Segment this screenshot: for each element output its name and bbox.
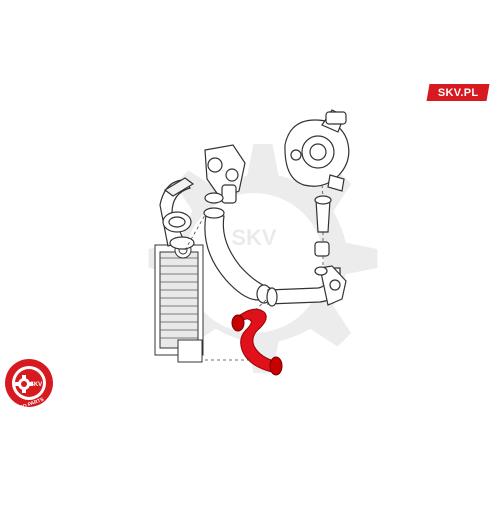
watermark-text: SKV xyxy=(231,225,277,250)
skv-auto-parts-badge: SKV AUTO PARTS xyxy=(5,359,53,413)
air-intake-elbow-icon xyxy=(159,177,195,250)
brand-logo: SKV.PL xyxy=(426,84,490,101)
routing-lines xyxy=(184,184,324,361)
highlighted-hose-icon xyxy=(231,308,283,376)
turbocharger-icon xyxy=(284,109,350,192)
intercooler-icon xyxy=(154,241,204,363)
throttle-valve-icon xyxy=(204,144,246,204)
brand-label: SKV.PL xyxy=(437,86,479,99)
charge-pipe-icon xyxy=(266,265,347,307)
connector-parts-icon xyxy=(314,195,332,257)
badge-top-text: SKV xyxy=(30,382,42,388)
